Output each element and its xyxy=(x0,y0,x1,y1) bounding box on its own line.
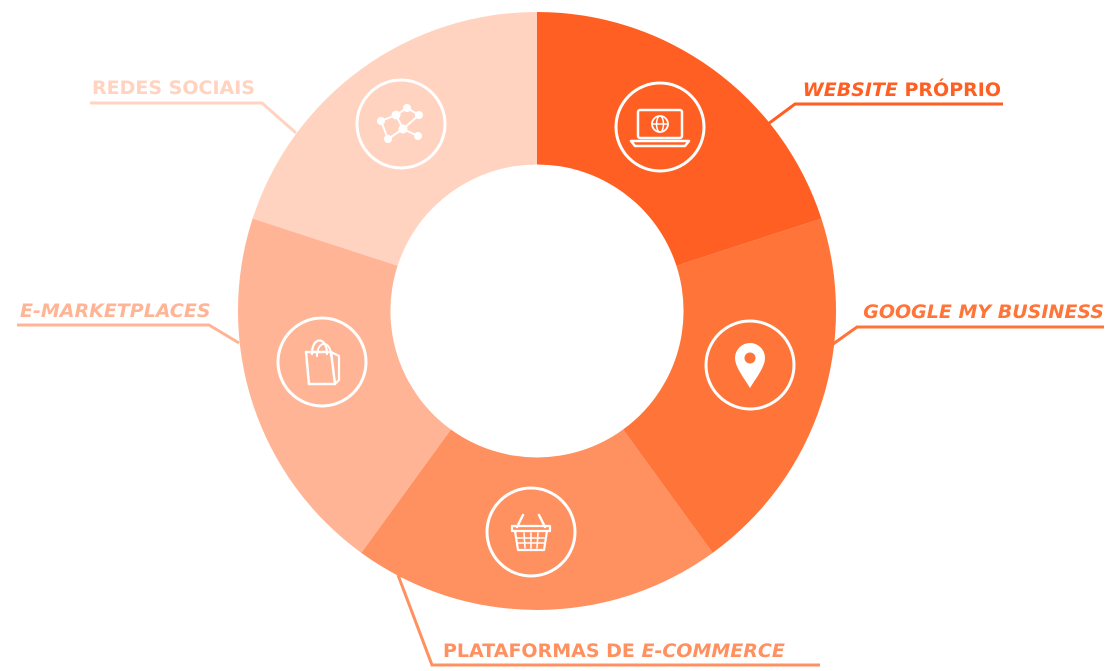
label-social: REDES SOCIAIS xyxy=(92,77,255,99)
segment-social xyxy=(252,11,537,266)
leader-line-ecommerce xyxy=(396,574,820,667)
segment-google-my-business xyxy=(623,218,837,553)
label-marketplaces: E-MARKETPLACES xyxy=(20,300,211,322)
shopping-bag-icon xyxy=(276,316,368,408)
leader-line-social xyxy=(90,101,297,135)
social-network-icon xyxy=(355,78,447,170)
segment-ecommerce xyxy=(361,429,713,610)
leader-line-marketplaces xyxy=(17,323,240,345)
map-pin-icon xyxy=(704,319,796,411)
leader-line-google xyxy=(825,325,1104,351)
label-website: WEBSITE PRÓPRIO xyxy=(803,77,1001,101)
segment-marketplaces xyxy=(237,218,451,553)
laptop-globe-icon xyxy=(614,81,706,173)
leader-line-website xyxy=(763,102,1003,129)
shopping-basket-icon xyxy=(485,486,577,578)
label-google-my-business: GOOGLE MY BUSINESS xyxy=(863,301,1104,323)
label-ecommerce: PLATAFORMAS DE E-COMMERCE xyxy=(443,640,785,662)
